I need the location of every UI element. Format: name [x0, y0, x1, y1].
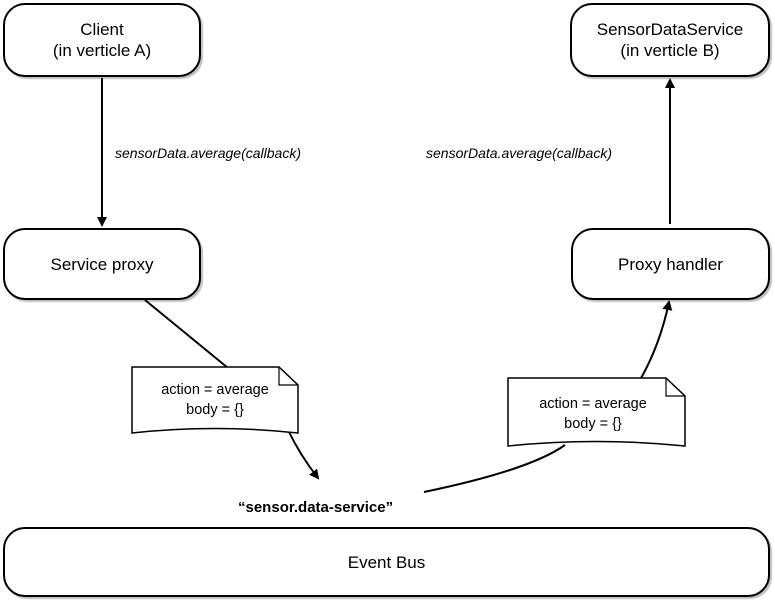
message-right-text: action = average body = {} — [510, 394, 676, 434]
sensor-data-service-subtitle: (in verticle B) — [620, 41, 720, 60]
sensor-data-service-node: SensorDataService (in verticle B) — [570, 3, 770, 77]
client-node-title: Client — [80, 20, 124, 39]
sensor-data-service-title: SensorDataService — [596, 20, 744, 39]
client-node: Client (in verticle A) — [3, 3, 201, 77]
client-node-subtitle: (in verticle A) — [52, 41, 152, 60]
proxy-handler-node: Proxy handler — [571, 228, 770, 300]
arrow-message-to-event-bus — [287, 429, 320, 480]
message-left-body: body = {} — [186, 402, 244, 418]
service-proxy-label: Service proxy — [50, 254, 154, 274]
message-left-text: action = average body = {} — [134, 380, 296, 420]
line-address-to-right-message — [423, 444, 566, 493]
event-bus-label: Event Bus — [347, 552, 426, 572]
message-document-left — [131, 366, 299, 434]
message-document-right — [507, 377, 686, 447]
handler-call-label: sensorData.average(callback) — [426, 145, 612, 161]
message-left-action: action = average — [161, 382, 269, 398]
service-proxy-node: Service proxy — [3, 228, 201, 300]
line-service-proxy-to-message — [144, 299, 229, 369]
event-bus-address: “sensor.data-service” — [238, 499, 394, 516]
proxy-handler-label: Proxy handler — [618, 254, 723, 274]
event-bus-node: Event Bus — [3, 527, 770, 597]
client-call-label: sensorData.average(callback) — [115, 145, 301, 161]
message-right-body: body = {} — [564, 416, 622, 432]
arrow-right-message-to-proxy-handler — [639, 300, 673, 381]
message-right-action: action = average — [539, 396, 647, 412]
